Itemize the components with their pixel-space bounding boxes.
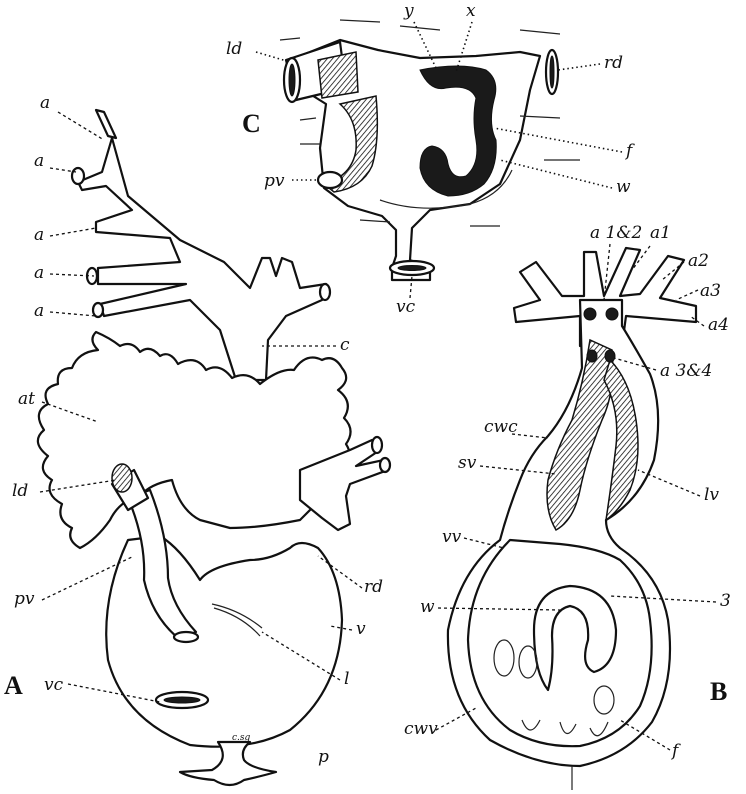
label-l: l	[344, 669, 349, 689]
pv-opening	[318, 172, 342, 188]
label-w: w	[616, 177, 631, 197]
panel-label-c: C	[242, 109, 261, 138]
stalk	[180, 742, 276, 785]
panel-label-b: B	[710, 677, 727, 706]
label-a: a	[34, 151, 44, 171]
ventricle-v	[106, 536, 342, 747]
leader-line	[500, 160, 612, 188]
leader-line	[676, 290, 698, 300]
leader-line	[50, 228, 96, 236]
figure-b	[448, 248, 696, 790]
label-a2: a2	[688, 251, 709, 271]
label-sv: sv	[458, 453, 477, 473]
label-ld: ld	[226, 39, 242, 59]
label-vc: vc	[396, 297, 416, 317]
label-at: at	[18, 389, 35, 409]
label-f: f	[624, 141, 635, 161]
figure-c	[280, 20, 580, 280]
label-w: w	[420, 597, 435, 617]
opening-a12	[584, 308, 596, 320]
rd-lumen	[550, 56, 554, 88]
label-vc: vc	[44, 675, 64, 695]
vc-lumen	[398, 266, 426, 271]
label-p: p	[318, 747, 329, 767]
label-3: 3	[720, 591, 731, 611]
label-x: x	[466, 1, 476, 21]
label-csg: c.sg	[232, 733, 251, 743]
chamber-hatch	[318, 52, 358, 98]
opening-a34	[605, 350, 615, 362]
ventricle-cwv	[468, 540, 652, 746]
label-a12: a 1&2	[590, 223, 642, 243]
label-f: f	[670, 741, 681, 761]
ld-lumen	[289, 64, 295, 96]
leader-line	[558, 64, 600, 70]
label-a4: a4	[708, 315, 729, 335]
leader-line	[436, 708, 476, 730]
atrium-at	[38, 332, 351, 548]
artery-end	[93, 303, 103, 317]
label-a3: a3	[700, 281, 721, 301]
label-a: a	[40, 93, 50, 113]
label-pv: pv	[14, 589, 35, 609]
label-v: v	[356, 619, 366, 639]
label-rd: rd	[364, 577, 383, 597]
leader-line	[256, 52, 290, 62]
artery-end	[372, 437, 382, 453]
label-a: a	[34, 225, 44, 245]
label-a34: a 3&4	[660, 361, 712, 381]
vena-cava-lumen	[164, 697, 200, 703]
artery-end	[320, 284, 330, 300]
label-a: a	[34, 263, 44, 283]
artery-end	[174, 632, 198, 642]
label-a1: a1	[650, 223, 671, 243]
label-rd: rd	[604, 53, 623, 73]
artery-end	[380, 458, 390, 472]
panel-label-a: A	[4, 671, 23, 700]
leader-line	[50, 312, 96, 316]
label-pv: pv	[264, 171, 285, 191]
opening-a12	[606, 308, 618, 320]
label-a: a	[34, 301, 44, 321]
label-vv: vv	[442, 527, 462, 547]
label-y: y	[403, 1, 414, 21]
leader-line	[58, 112, 104, 140]
label-lv: lv	[704, 485, 719, 505]
duct-opening	[112, 464, 132, 492]
label-c: c	[340, 335, 350, 355]
artery-end	[72, 168, 84, 184]
opening-a34	[587, 350, 597, 362]
label-cwv: cwv	[404, 719, 438, 739]
label-ld: ld	[12, 481, 28, 501]
figure-a	[38, 110, 390, 785]
artery-branch	[96, 110, 116, 138]
